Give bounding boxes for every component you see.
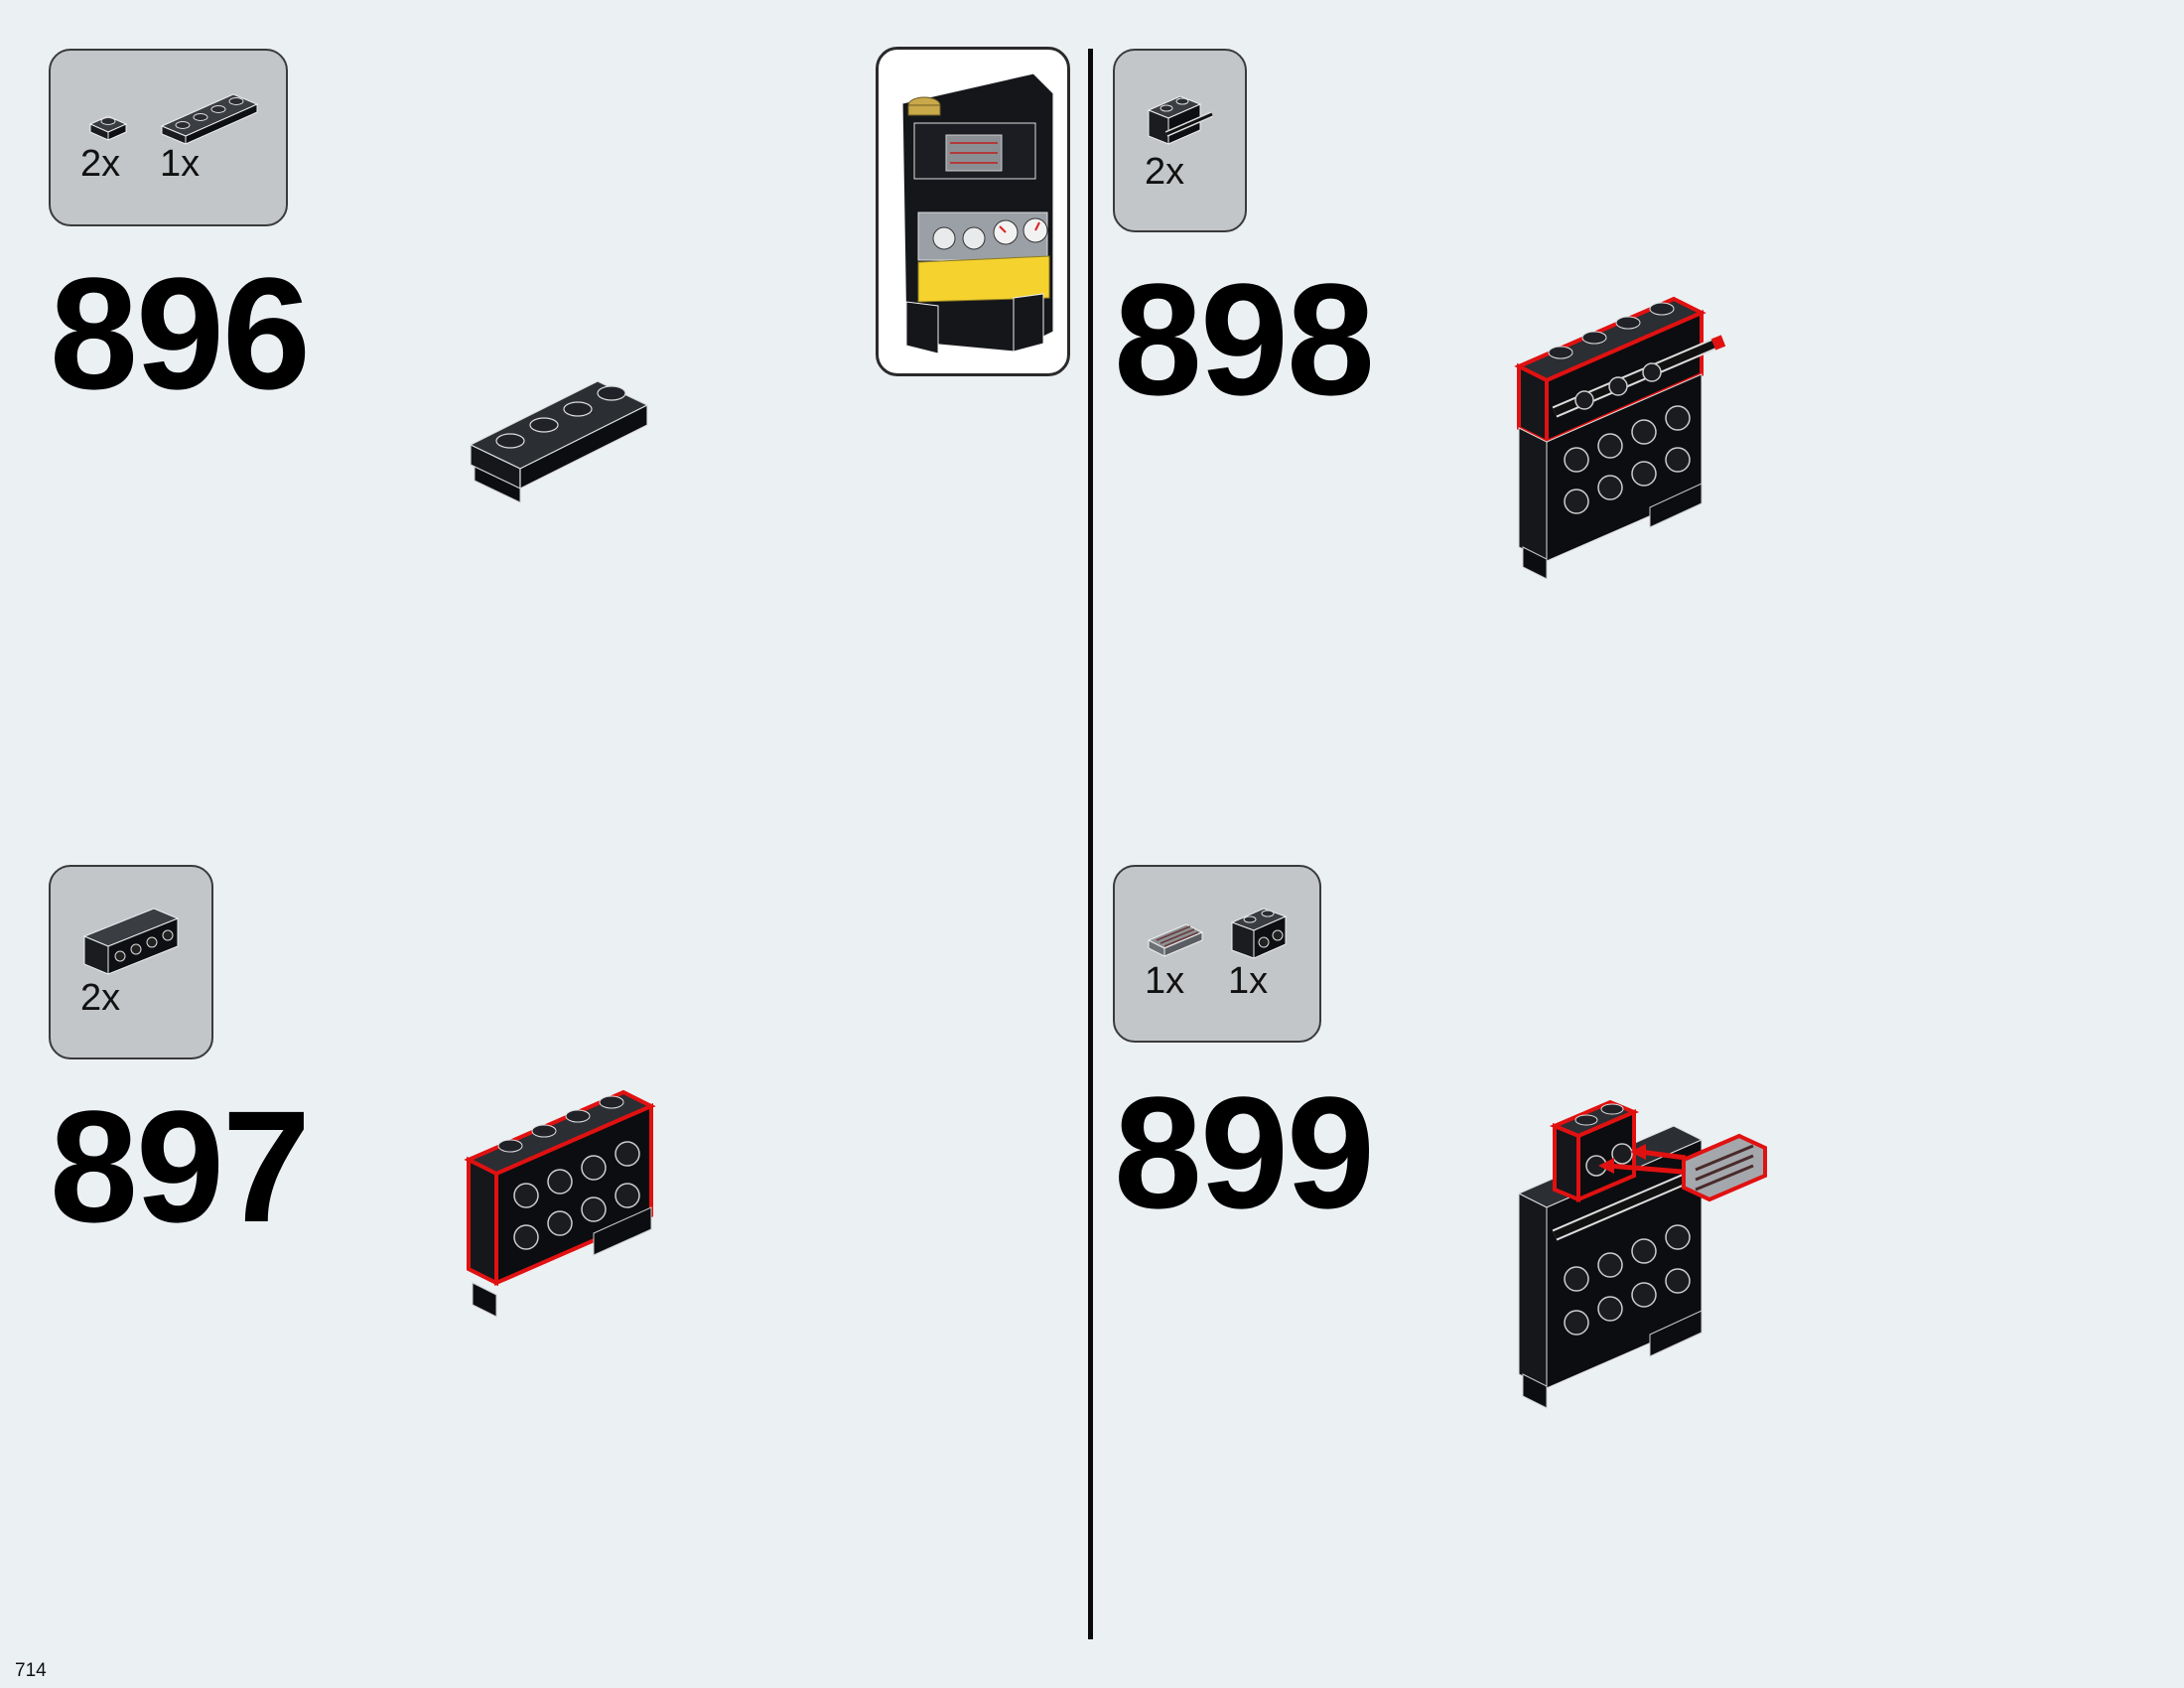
step-number-898: 898 xyxy=(1114,250,1375,428)
plate-1x4-icon xyxy=(160,93,259,145)
brick-1x2-with-bar-icon xyxy=(1147,95,1214,145)
step-896-model xyxy=(469,380,649,503)
part-qty: 1x xyxy=(1145,960,1185,1002)
submodel-preview xyxy=(901,72,1054,354)
brick-1x4-studs-side-icon xyxy=(82,908,180,975)
plate-1x1-icon xyxy=(88,115,128,141)
column-divider xyxy=(1088,49,1093,1639)
part-qty: 2x xyxy=(80,143,121,185)
step-898-model xyxy=(1514,296,1726,580)
part-qty: 1x xyxy=(1228,960,1269,1002)
part-qty: 1x xyxy=(160,143,201,185)
parts-list-899: 1x 1x xyxy=(1113,865,1321,1043)
parts-list-896: 2x 1x xyxy=(49,49,288,226)
submodel-callout xyxy=(876,47,1070,376)
step-897-model xyxy=(464,1089,656,1318)
brick-1x2-studs-side-icon xyxy=(1230,908,1288,959)
parts-list-898: 2x xyxy=(1113,49,1247,232)
step-number-896: 896 xyxy=(50,244,311,422)
step-number-897: 897 xyxy=(50,1077,311,1255)
part-qty: 2x xyxy=(80,977,121,1019)
part-qty: 2x xyxy=(1145,151,1185,193)
step-number-899: 899 xyxy=(1114,1063,1375,1241)
parts-list-897: 2x xyxy=(49,865,213,1059)
grille-tile-icon xyxy=(1147,923,1204,957)
step-899-model xyxy=(1517,1099,1767,1409)
page-number: 714 xyxy=(15,1660,47,1681)
